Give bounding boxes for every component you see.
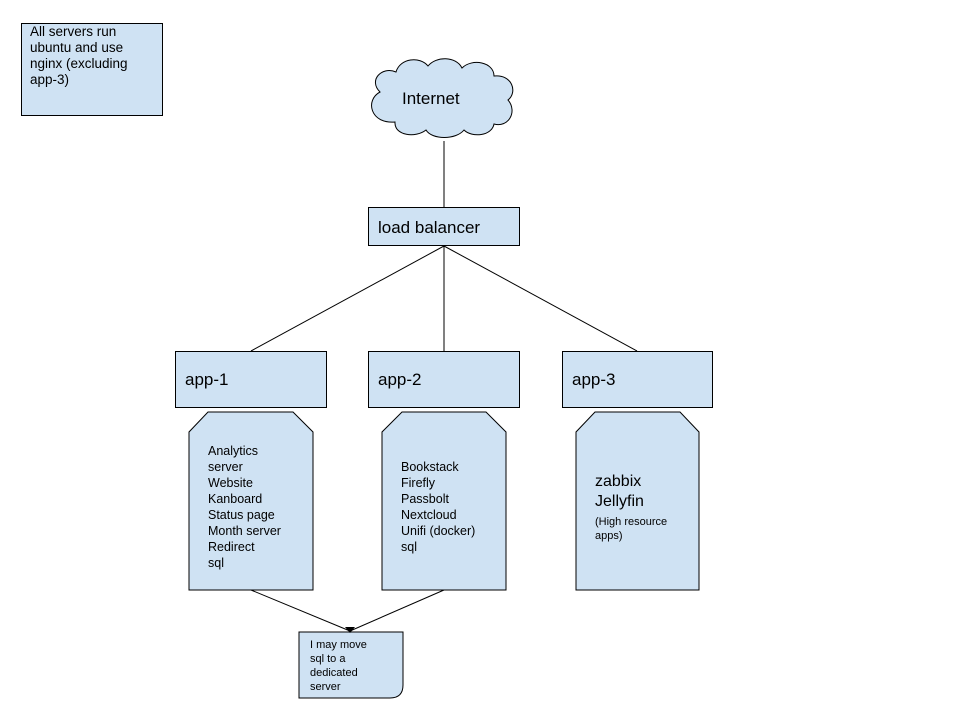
- callout-line: I may move: [310, 639, 367, 651]
- load-balancer-label: load balancer: [378, 218, 481, 237]
- service-item: zabbix: [595, 473, 642, 490]
- service-item: Analytics: [208, 444, 259, 458]
- app-1-label: app-1: [185, 370, 229, 389]
- service-item: Jellyfin: [595, 493, 644, 510]
- service-item: Bookstack: [401, 460, 459, 474]
- service-item: Kanboard: [208, 492, 263, 506]
- arrow-app-2-to-callout: [349, 589, 445, 632]
- app-3-services-list: zabbix Jellyfin: [595, 472, 644, 512]
- note-line: ubuntu and use: [30, 40, 124, 55]
- service-item: Unifi (docker): [401, 524, 476, 538]
- app-3-node[interactable]: app-3: [562, 351, 713, 408]
- app-3-services-note: (High resource apps): [595, 515, 667, 543]
- note-box[interactable]: [21, 23, 163, 116]
- services-note-line: apps): [595, 530, 623, 542]
- app-2-label: app-2: [378, 370, 422, 389]
- note-line: nginx (excluding: [30, 56, 128, 71]
- service-item: Passbolt: [401, 492, 449, 506]
- note-line: All servers run: [30, 24, 117, 39]
- app-1-services-card[interactable]: [188, 411, 314, 591]
- service-item: sql: [208, 556, 224, 570]
- callout-line: server: [310, 681, 341, 693]
- callout-shape[interactable]: [298, 631, 404, 699]
- app-2-services-list: Bookstack Firefly Passbolt Nextcloud Uni…: [401, 459, 475, 555]
- service-item: Status page: [208, 508, 275, 522]
- connector-lb-to-app-1: [250, 245, 445, 352]
- arrow-app-1-to-callout: [250, 589, 351, 632]
- app-2-node[interactable]: app-2: [368, 351, 520, 408]
- service-item: Nextcloud: [401, 508, 457, 522]
- callout-line: dedicated: [310, 667, 358, 679]
- service-item: Month server: [208, 524, 281, 538]
- app-2-services-card[interactable]: [381, 411, 507, 591]
- service-item: Redirect: [208, 540, 255, 554]
- service-item: sql: [401, 540, 417, 554]
- arrowhead-callout: [345, 627, 355, 633]
- service-item: Website: [208, 476, 253, 490]
- callout-text: I may move sql to a dedicated server: [310, 638, 367, 694]
- app-3-label: app-3: [572, 370, 616, 389]
- internet-cloud-shape[interactable]: [371, 58, 514, 138]
- service-item: Firefly: [401, 476, 436, 490]
- internet-label: Internet: [402, 89, 460, 108]
- service-item: server: [208, 460, 243, 474]
- load-balancer-node[interactable]: load balancer: [368, 207, 520, 246]
- services-note-line: (High resource: [595, 516, 668, 528]
- note-line: app-3): [30, 72, 70, 87]
- app-1-services-list: Analytics server Website Kanboard Status…: [208, 443, 281, 571]
- connector-lb-to-app-3: [443, 245, 638, 352]
- app-3-services-card[interactable]: [575, 411, 700, 591]
- callout-line: sql to a: [310, 653, 346, 665]
- note-text: All servers run ubuntu and use nginx (ex…: [30, 24, 160, 88]
- app-1-node[interactable]: app-1: [175, 351, 327, 408]
